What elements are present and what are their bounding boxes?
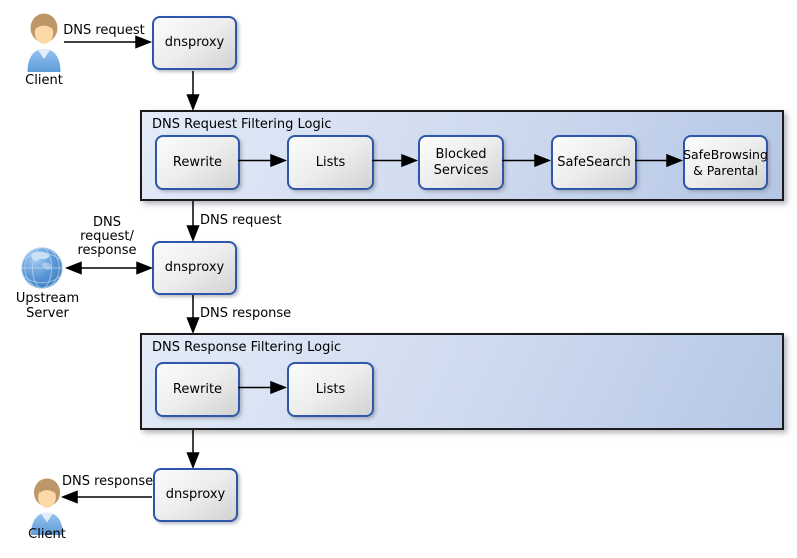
arrow-response-logic-to-dnsproxy xyxy=(186,430,200,470)
arrow-dnsproxy-to-response-logic xyxy=(186,295,200,335)
step-blocked-services: Blocked Services xyxy=(418,135,504,190)
dnsproxy-top-label: dnsproxy xyxy=(164,35,225,50)
edge-label-dns-response-bottom: DNS response xyxy=(62,474,154,489)
arrow-upstream-dnsproxy-bidirectional xyxy=(64,261,154,275)
step-label: Rewrite xyxy=(172,381,223,397)
globe-icon xyxy=(20,246,64,290)
dnsproxy-bottom-label: dnsproxy xyxy=(165,487,226,502)
step-label: Lists xyxy=(315,154,346,170)
client-top-label: Client xyxy=(25,73,63,88)
arrow-client-to-dnsproxy xyxy=(64,35,153,49)
response-logic-title: DNS Response Filtering Logic xyxy=(152,340,342,355)
step-lists-response: Lists xyxy=(287,362,374,417)
dnsproxy-top-node: dnsproxy xyxy=(152,16,237,70)
edge-label-dns-request-top: DNS request xyxy=(63,23,145,38)
step-label: Lists xyxy=(315,381,346,397)
step-label: Blocked Services xyxy=(433,146,489,178)
dnsproxy-mid-node: dnsproxy xyxy=(152,241,237,295)
client-bottom-label: Client xyxy=(28,527,66,542)
step-rewrite-request: Rewrite xyxy=(155,135,240,190)
step-safebrowsing-parental: SafeBrowsing & Parental xyxy=(683,135,768,190)
step-rewrite-response: Rewrite xyxy=(155,362,240,417)
dnsproxy-bottom-node: dnsproxy xyxy=(153,468,238,522)
response-filtering-logic-container: DNS Response Filtering Logic Rewrite Lis… xyxy=(140,333,784,430)
step-lists-request: Lists xyxy=(287,135,374,190)
step-label: SafeBrowsing & Parental xyxy=(683,146,768,178)
request-filtering-logic-container: DNS Request Filtering Logic Rewrite List… xyxy=(140,110,784,201)
upstream-server-label: Upstream Server xyxy=(15,291,80,321)
edge-label-upstream-link: DNS request/ response xyxy=(77,215,137,258)
person-icon xyxy=(27,477,67,535)
arrow-dnsproxy-to-request-logic xyxy=(186,71,200,112)
step-label: SafeSearch xyxy=(557,154,631,170)
edge-label-dns-request-mid: DNS request xyxy=(200,213,282,228)
step-safesearch: SafeSearch xyxy=(551,135,637,190)
step-label: Rewrite xyxy=(172,154,223,170)
arrow-dnsproxy-to-client xyxy=(60,490,152,504)
edge-label-dns-response-mid: DNS response xyxy=(200,306,292,321)
dnsproxy-mid-label: dnsproxy xyxy=(164,260,225,275)
arrow-request-logic-to-dnsproxy xyxy=(186,201,200,243)
person-icon xyxy=(24,12,64,72)
request-logic-title: DNS Request Filtering Logic xyxy=(152,117,332,132)
